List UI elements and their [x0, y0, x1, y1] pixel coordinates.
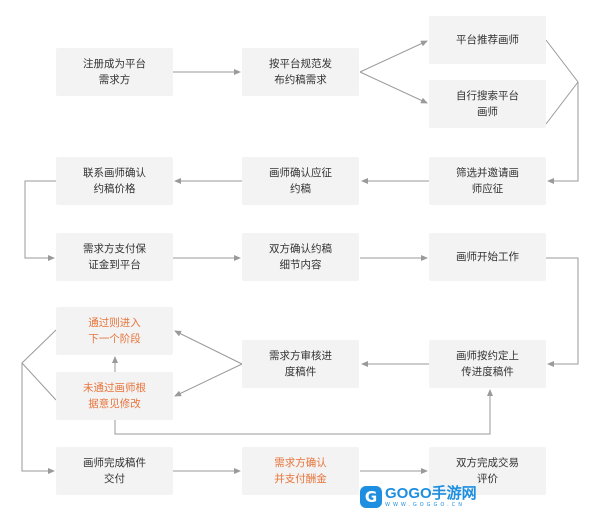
node-confirm-apply: 画师确认应征约稿	[242, 157, 359, 205]
node-label: 自行搜索平台画师	[456, 90, 519, 118]
node-start: 画师开始工作	[429, 233, 546, 281]
node-label: 需求方支付保证金到平台	[83, 243, 146, 271]
arrow-results-deliver	[21, 329, 56, 471]
arrow-fail-upload	[114, 389, 493, 435]
node-label: 双方确认约稿细节内容	[269, 243, 332, 271]
watermark-url: WWW.GOGGO.CN	[385, 502, 465, 508]
node-label: 画师开始工作	[456, 251, 519, 263]
node-label: 需求方审核进度稿件	[269, 350, 332, 378]
node-recommend: 平台推荐画师	[429, 16, 546, 64]
node-label: 画师按约定上传进度稿件	[456, 350, 519, 378]
gogo-logo-icon: G	[360, 486, 382, 508]
node-invite: 筛选并邀请画师应征	[429, 157, 546, 205]
node-deliver: 画师完成稿件交付	[56, 447, 173, 495]
node-label: 按平台规范发布约稿需求	[269, 58, 332, 86]
node-review: 需求方审核进度稿件	[242, 340, 359, 388]
node-label: 通过则进入下一个阶段	[88, 317, 141, 345]
node-label: 筛选并邀请画师应征	[456, 167, 519, 195]
node-details: 双方确认约稿细节内容	[242, 233, 359, 281]
node-label: 画师完成稿件交付	[83, 457, 146, 485]
node-deposit: 需求方支付保证金到平台	[56, 233, 173, 281]
node-finish: 双方完成交易评价	[429, 447, 546, 495]
node-label: 联系画师确认约稿价格	[83, 167, 146, 195]
node-register: 注册成为平台需求方	[56, 48, 173, 96]
node-fail: 未通过画师根据意见修改	[56, 372, 173, 420]
node-publish: 按平台规范发布约稿需求	[242, 48, 359, 96]
node-label: 需求方确认并支付酬金	[274, 457, 327, 485]
watermark-name: GOGO手游网	[385, 485, 477, 502]
node-label: 注册成为平台需求方	[83, 58, 146, 86]
arrow-review-fail	[174, 363, 243, 397]
watermark-logo: G GOGO手游网 WWW.GOGGO.CN	[360, 486, 477, 508]
node-pass: 通过则进入下一个阶段	[56, 307, 173, 355]
node-search: 自行搜索平台画师	[429, 80, 546, 128]
node-pay: 需求方确认并支付酬金	[242, 447, 359, 495]
arrow-publish-search	[359, 71, 428, 104]
node-label: 平台推荐画师	[456, 34, 519, 46]
arrow-review-pass	[174, 330, 243, 365]
node-contact: 联系画师确认约稿价格	[56, 157, 173, 205]
node-label: 双方完成交易评价	[456, 457, 519, 485]
node-upload: 画师按约定上传进度稿件	[429, 340, 546, 388]
arrow-start-upload	[546, 257, 579, 367]
arrow-contact-deposit	[24, 180, 56, 261]
node-label: 未通过画师根据意见修改	[83, 382, 146, 410]
arrow-publish-recommend	[359, 40, 428, 73]
node-label: 画师确认应征约稿	[269, 167, 332, 195]
arrow-choices-invite	[546, 39, 579, 181]
